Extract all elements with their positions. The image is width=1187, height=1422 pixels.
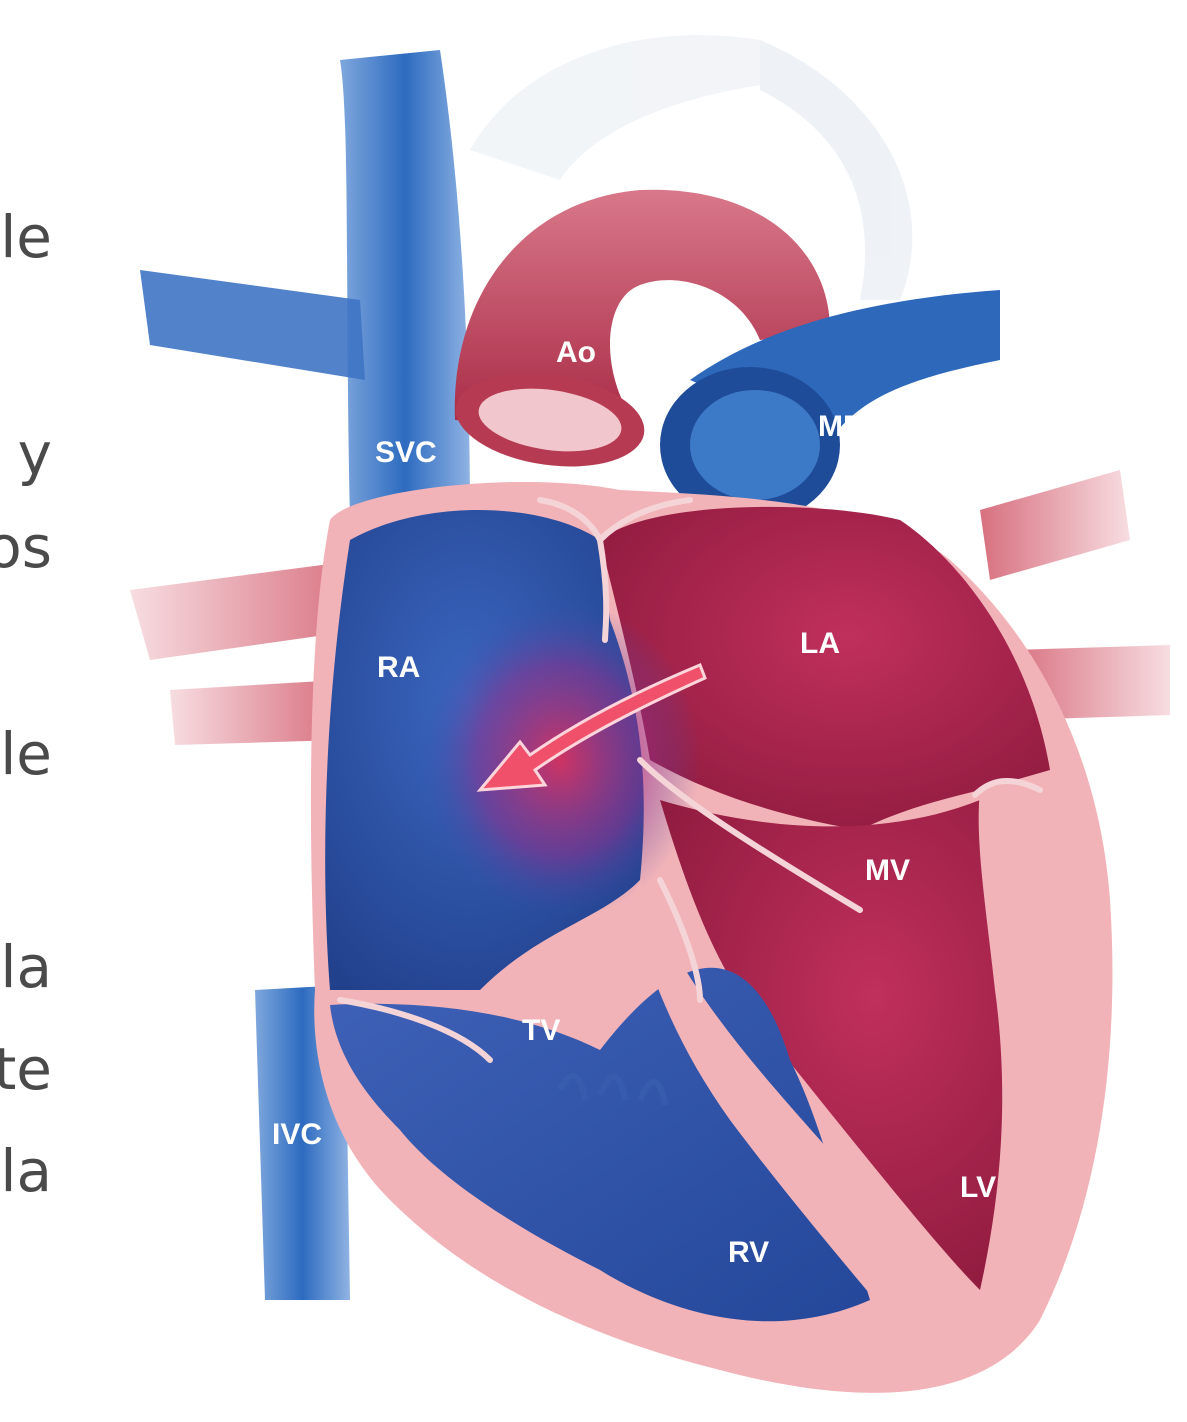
brachiocephalic-vein [140,270,365,380]
right-upper-pulmonary-vein [980,470,1130,580]
label-la: LA [800,627,840,660]
label-svc: SVC [375,436,437,469]
label-rv: RV [728,1236,769,1269]
label-mpa: MPA [818,410,882,443]
atrial-septal-defect-shunt [420,600,700,920]
label-ra: RA [377,651,420,684]
label-ao: Ao [556,336,596,369]
label-ivc: IVC [272,1118,322,1151]
label-tv: TV [522,1014,560,1047]
label-lv: LV [960,1171,996,1204]
label-mv: MV [865,854,910,887]
upper-vessel-shadow [470,35,800,180]
main-pulmonary-artery [660,290,1000,523]
